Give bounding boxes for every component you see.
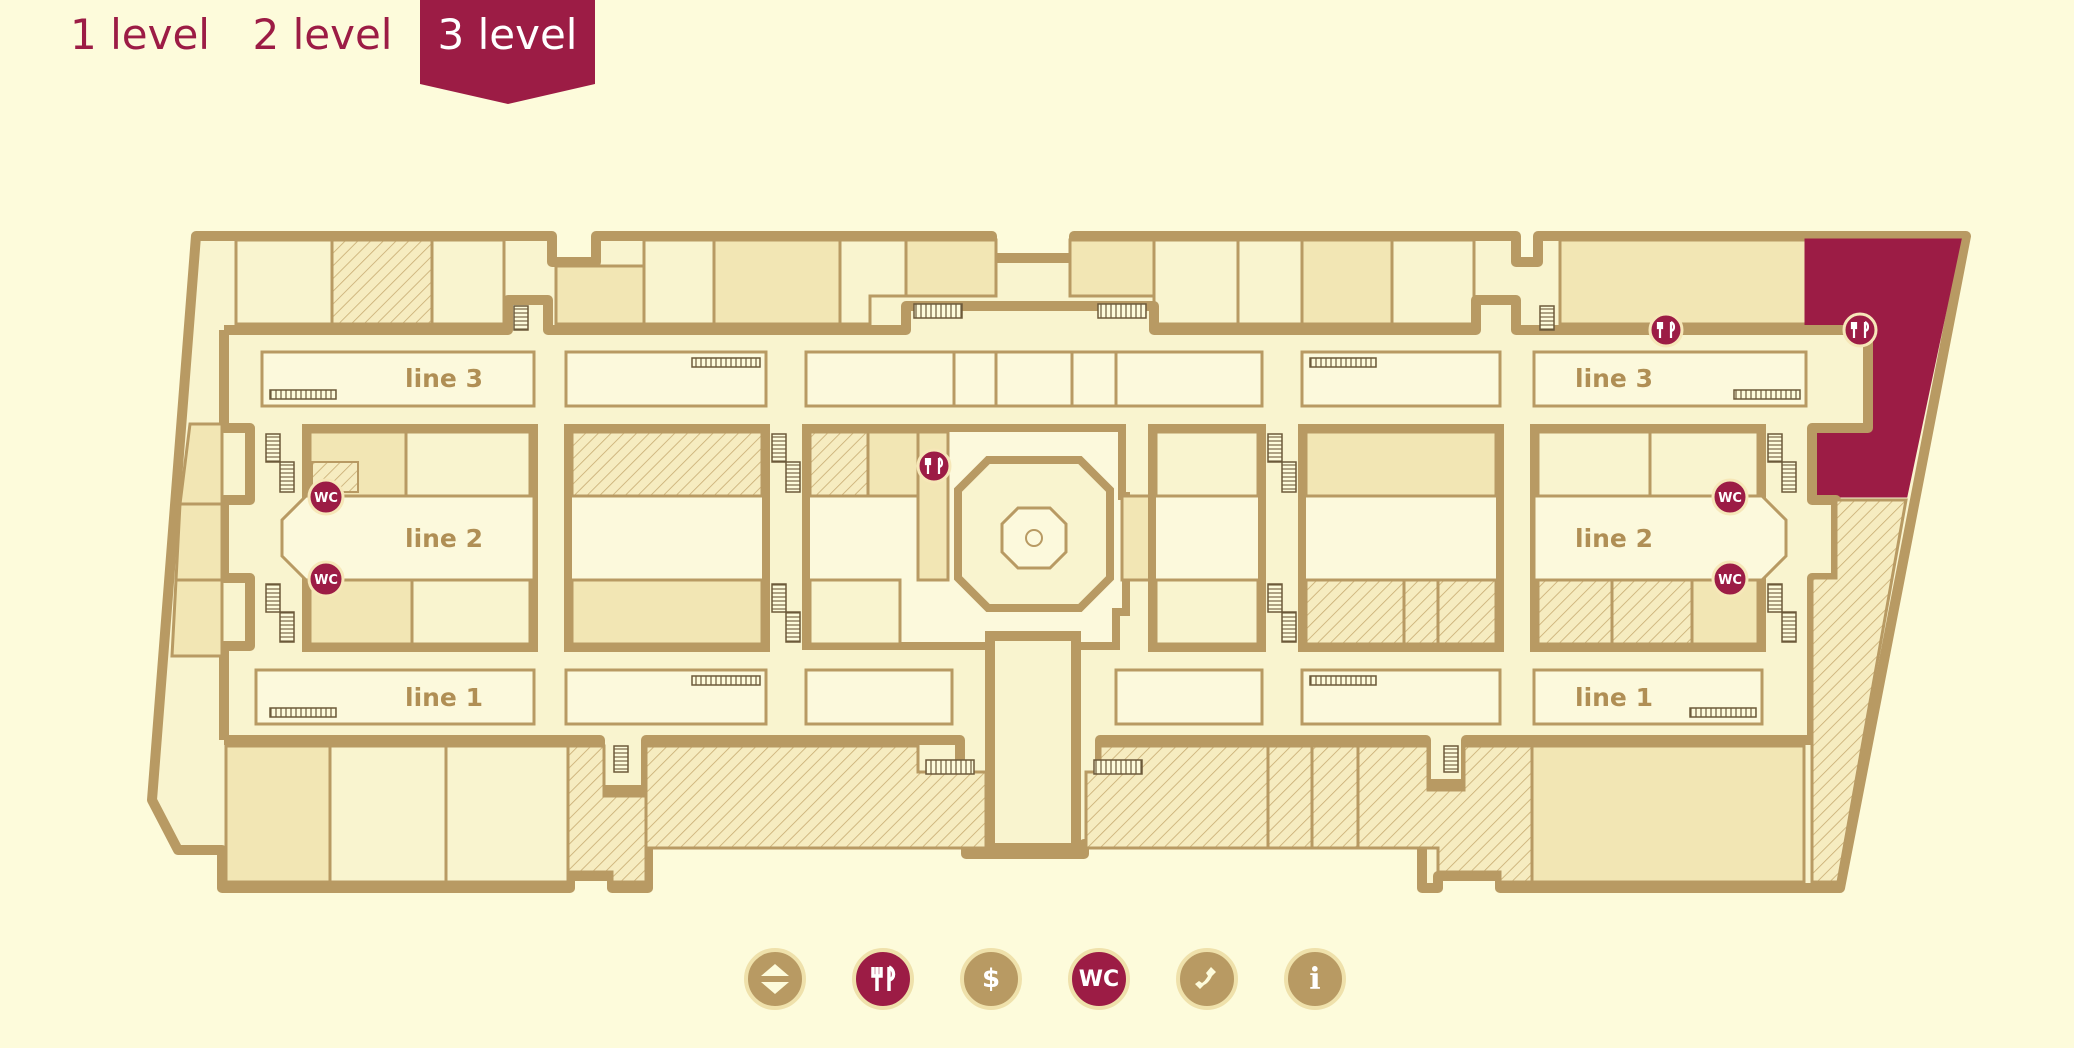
escalator-icon [269, 389, 337, 400]
store-line1-b [564, 668, 768, 726]
legend-toolbar: $ WC i [744, 948, 1364, 1010]
wc-icon[interactable]: WC [1711, 560, 1749, 598]
escalator-icon [691, 357, 761, 368]
store-top-14 [1558, 238, 1808, 326]
dollar-icon: $ [981, 964, 1001, 994]
fork-knife-icon[interactable] [1842, 312, 1878, 348]
elevator-icon [761, 964, 789, 994]
wc-filter-button[interactable]: WC [1068, 948, 1130, 1010]
wc-label: WC [1718, 573, 1742, 588]
escalator-icon [1689, 707, 1757, 718]
escalators [269, 303, 1801, 775]
store-line3-e [994, 350, 1074, 408]
line-labels: line 3 line 2 line 1 line 3 line 2 line … [405, 364, 1653, 712]
info-filter-button[interactable]: i [1284, 948, 1346, 1010]
line-label: line 1 [405, 683, 483, 712]
top-stores [234, 238, 1808, 326]
wc-label: WC [314, 573, 338, 588]
food-filter-button[interactable] [852, 948, 914, 1010]
store-top-5 [642, 238, 716, 326]
tab-level-3-label: 3 level [437, 10, 578, 59]
wc-icon[interactable]: WC [307, 478, 345, 516]
escalator-icon [1097, 303, 1147, 319]
store-line1-c [804, 668, 954, 726]
store-top-2 [330, 238, 434, 326]
level-tabs: 1 level 2 level 3 level [0, 0, 700, 110]
atm-filter-button[interactable]: $ [960, 948, 1022, 1010]
left-edge-rooms [170, 422, 224, 658]
store-line3-f [1070, 350, 1118, 408]
store-line3-c [804, 350, 956, 408]
wc-icon: WC [1078, 966, 1120, 992]
line-label: line 2 [1575, 524, 1653, 553]
wc-icon[interactable]: WC [1711, 478, 1749, 516]
line1-stores [254, 668, 1764, 726]
fork-knife-icon[interactable] [916, 448, 952, 484]
tab-level-2-label: 2 level [252, 10, 393, 59]
store-top-12 [1300, 238, 1394, 326]
escalator-icon [1309, 675, 1377, 686]
store-top-13 [1390, 238, 1476, 326]
tab-level-1-label: 1 level [70, 10, 210, 59]
restaurant-markers[interactable] [916, 312, 1878, 484]
store-line1-f [1532, 668, 1764, 726]
store-top-11 [1236, 238, 1304, 326]
wc-icon[interactable]: WC [307, 560, 345, 598]
store-top-4 [554, 264, 646, 326]
escalator-icon [1093, 759, 1143, 775]
wc-markers[interactable]: WC WC WC WC [307, 478, 1749, 598]
line-label: line 3 [1575, 364, 1653, 393]
store-top-8 [904, 238, 998, 298]
store-line1-d [1114, 668, 1264, 726]
store-top-6 [712, 238, 842, 326]
wc-label: WC [1718, 491, 1742, 506]
line-label: line 1 [1575, 683, 1653, 712]
store-top-3 [430, 238, 506, 326]
line-label: line 2 [405, 524, 483, 553]
store-line1-e [1300, 668, 1502, 726]
store-line3-a [260, 350, 536, 408]
elevator-filter-button[interactable] [744, 948, 806, 1010]
escalator-icon [1733, 389, 1801, 400]
phone-icon [1195, 967, 1216, 989]
escalator-icon [691, 675, 761, 686]
escalator-icon [913, 303, 963, 319]
store-line3-g [1114, 350, 1264, 408]
escalator-icon [269, 707, 337, 718]
store-top-9 [1068, 238, 1156, 298]
line-label: line 3 [405, 364, 483, 393]
fork-knife-icon[interactable] [1648, 312, 1684, 348]
fork-knife-icon [871, 965, 896, 991]
store-top-10 [1152, 238, 1240, 326]
line3-stores [260, 350, 1808, 408]
store-line3-d [952, 350, 998, 408]
tab-level-1[interactable]: 1 level [60, 0, 220, 76]
stairs [265, 305, 1797, 773]
tab-level-2[interactable]: 2 level [240, 0, 405, 76]
phone-filter-button[interactable] [1176, 948, 1238, 1010]
wc-label: WC [314, 491, 338, 506]
store-top-1 [234, 238, 334, 326]
bottom-stores [224, 631, 1806, 884]
info-icon: i [1309, 961, 1321, 997]
escalator-icon [925, 759, 975, 775]
escalator-icon [1309, 357, 1377, 368]
